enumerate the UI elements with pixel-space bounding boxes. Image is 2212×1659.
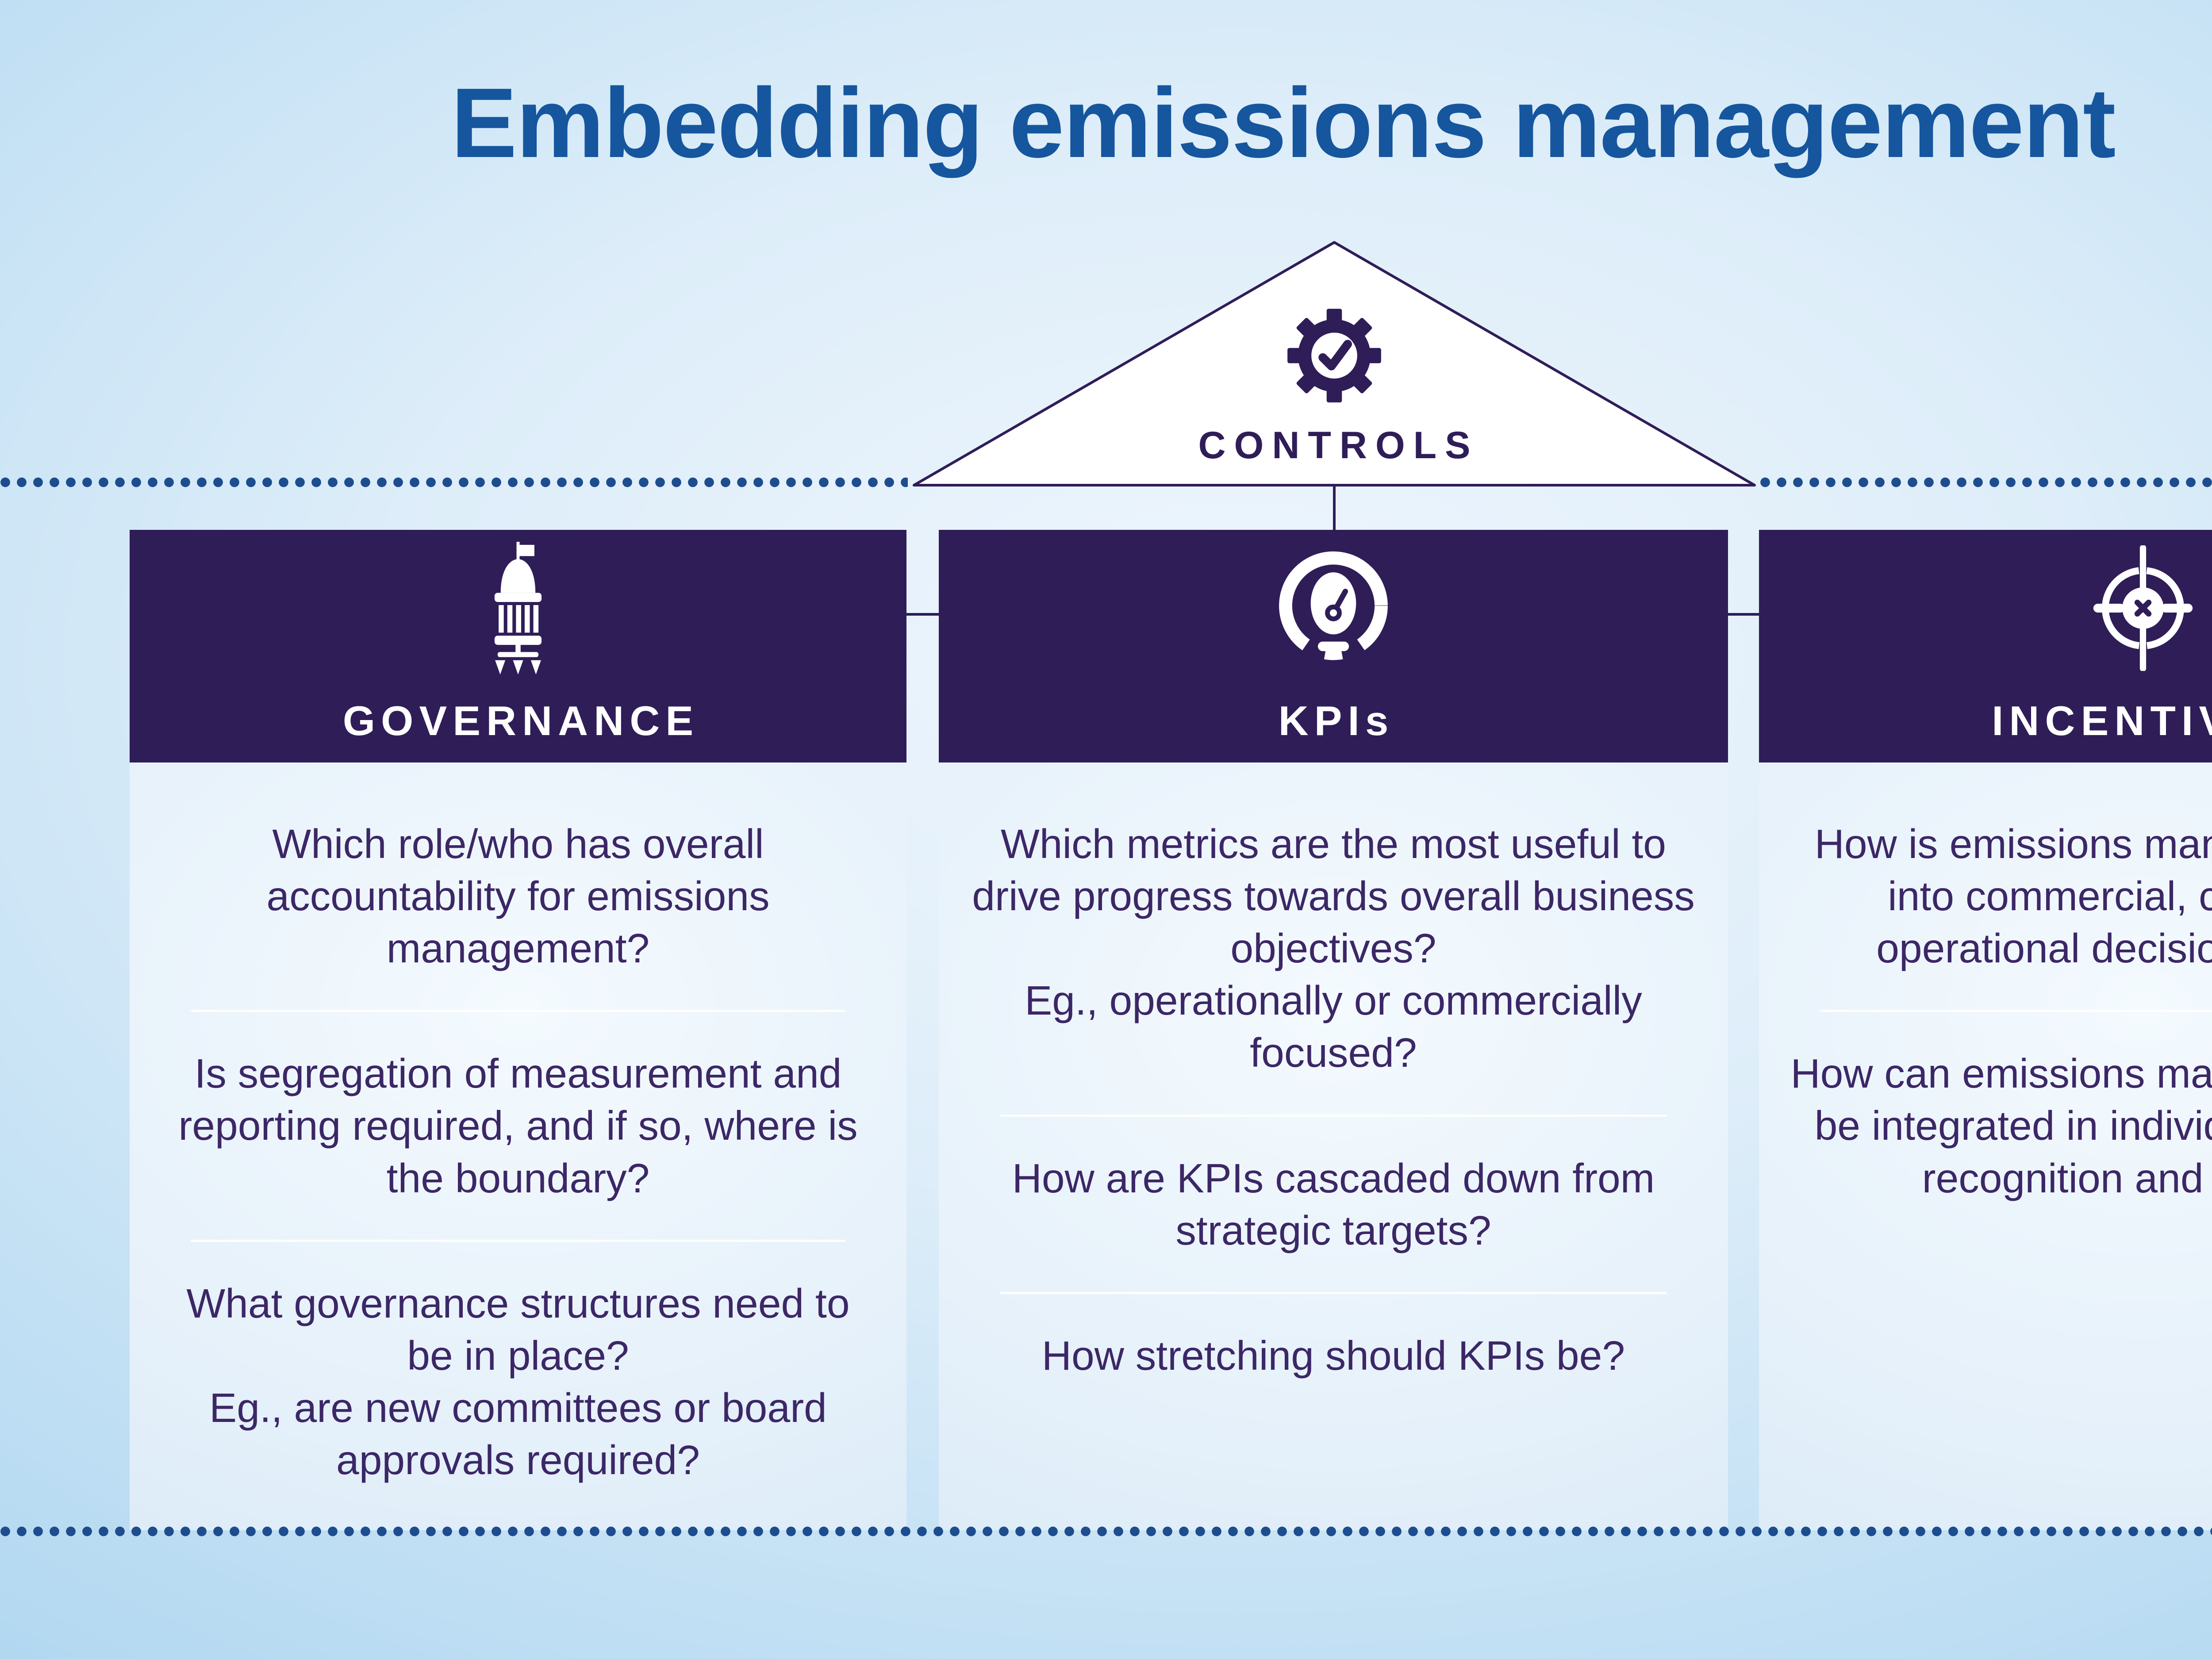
incentives-header: INCENTIVES (1759, 530, 2212, 762)
controls-pyramid: CONTROLS (910, 239, 1758, 489)
governance-column: GOVERNANCE Which role/who has overall ac… (130, 530, 906, 1530)
top-dotted-line-left (0, 477, 908, 487)
kpis-header: KPIs (939, 530, 1728, 762)
top-dotted-line-right (1760, 477, 2212, 487)
divider (1000, 1291, 1667, 1294)
divider (1820, 1010, 2212, 1012)
governance-body: Which role/who has overall accountabilit… (130, 762, 906, 1530)
bottom-dotted-line (0, 1526, 2212, 1536)
incentives-question-2: How can emissions management KPIs be int… (1790, 1050, 2212, 1201)
kpis-body: Which metrics are the most useful to dri… (939, 762, 1728, 1530)
government-building-icon (467, 541, 569, 675)
incentives-label: INCENTIVES (1992, 697, 2212, 744)
kpis-label: KPIs (1278, 697, 1394, 744)
kpis-question-2: How are KPIs cascaded down from strategi… (1012, 1155, 1655, 1253)
connector-kpis-incentives (1726, 613, 1761, 616)
governance-question-3: What governance structures need to be in… (186, 1280, 850, 1483)
governance-question-2: Is segregation of measurement and report… (178, 1050, 858, 1201)
governance-header: GOVERNANCE (130, 530, 906, 762)
crosshair-target-icon (2080, 541, 2206, 675)
page-title: Embedding emissions management (451, 68, 2116, 178)
kpis-question-1: Which metrics are the most useful to dri… (972, 821, 1695, 1076)
incentives-column: INCENTIVES How is emissions management b… (1759, 530, 2212, 1530)
divider (1000, 1114, 1667, 1117)
connector-governance-kpis (905, 613, 940, 616)
divider (191, 1010, 845, 1012)
gear-checkmark-icon (1286, 306, 1382, 408)
divider (191, 1239, 845, 1242)
incentives-question-1: How is emissions management built into c… (1814, 821, 2212, 972)
governance-question-1: Which role/who has overall accountabilit… (266, 821, 770, 972)
connector-pyramid-to-kpis (1333, 485, 1336, 531)
controls-label: CONTROLS (1198, 424, 1479, 467)
incentives-body: How is emissions management built into c… (1759, 762, 2212, 1530)
kpis-column: KPIs Which metrics are the most useful t… (939, 530, 1728, 1530)
kpis-question-3: How stretching should KPIs be? (1041, 1332, 1625, 1379)
speedometer-gauge-icon (1274, 541, 1393, 675)
governance-label: GOVERNANCE (342, 697, 699, 744)
